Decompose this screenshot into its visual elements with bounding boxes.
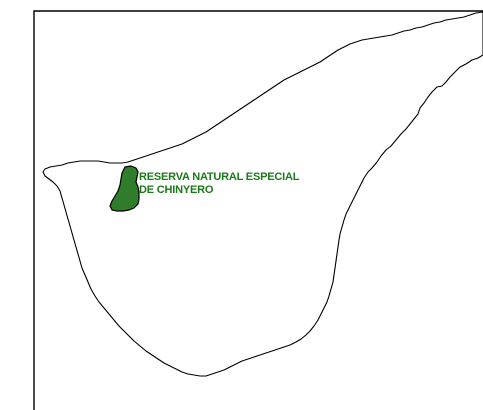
reserve-label-line1: RESERVA NATURAL ESPECIAL bbox=[139, 171, 300, 183]
reserve-label: RESERVA NATURAL ESPECIAL DE CHINYERO bbox=[139, 171, 299, 197]
island-outline bbox=[42, 11, 483, 377]
reserve-label-line2: DE CHINYERO bbox=[139, 184, 214, 196]
map-frame-border bbox=[33, 10, 483, 410]
reserve-area[interactable] bbox=[109, 165, 140, 212]
